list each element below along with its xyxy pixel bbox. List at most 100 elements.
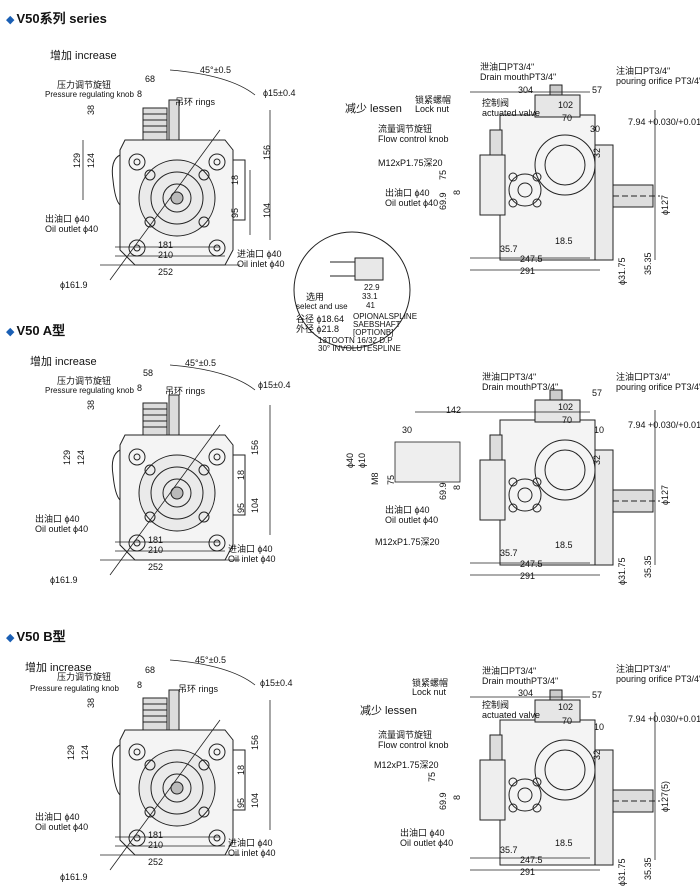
dim-35-35: 35.35 (643, 857, 653, 880)
dim-31-75: ϕ31.75 (617, 858, 627, 886)
dim-291: 291 (520, 571, 536, 581)
dim-127: ϕ127(5) (660, 780, 670, 812)
dim-161-9: ϕ161.9 (60, 280, 88, 290)
ring-label: 吊环 rings (165, 386, 206, 396)
locknut-cn: 锁紧螺帽 (412, 678, 449, 688)
dim-142: 142 (446, 405, 462, 415)
section-2-title: ◆V50 A型 (6, 323, 66, 338)
spline-note5: 30° INVOLUTESPLINE (318, 344, 401, 353)
drain-en: Drain mouthPT3/4" (482, 676, 559, 686)
outlet-cn: 出油口 ϕ40 (35, 812, 80, 822)
dim-38: 38 (86, 399, 96, 410)
dim-35-7: 35.7 (500, 244, 518, 254)
dim-181: 181 (148, 830, 164, 840)
dim-95: 95 (230, 207, 240, 218)
drain-cn: 泄油口PT3/4" (480, 62, 535, 72)
dim-127: ϕ127 (660, 194, 670, 215)
dim-129: 129 (66, 744, 76, 760)
dim-124: 124 (80, 744, 90, 760)
dim-75: 75 (386, 474, 396, 485)
dim-18-5: 18.5 (555, 540, 573, 550)
dim-70: 70 (562, 415, 573, 425)
dim-95: 95 (236, 502, 246, 513)
dim-124: 124 (76, 449, 86, 465)
dim-104: 104 (250, 497, 260, 513)
spline-title-en: select and use (296, 302, 348, 311)
valve-en: actuated valve (482, 108, 541, 118)
pour-cn: 注油口PT3/4" (616, 66, 671, 76)
key-dim: 7.94 +0.030/+0.015 x38 (628, 420, 700, 430)
dim-10b: ϕ10 (357, 452, 367, 468)
dim-102: 102 (558, 100, 574, 110)
outlet-en: Oil outlet ϕ40 (35, 524, 89, 534)
dim-57: 57 (592, 690, 603, 700)
knob-label-en: Pressure regulating knob (30, 684, 119, 693)
inlet-cn: 进油口 ϕ40 (228, 544, 273, 554)
outlet-en-r: Oil outlet ϕ40 (400, 838, 454, 848)
inlet-en: Oil inlet ϕ40 (237, 259, 285, 269)
inlet-en: Oil inlet ϕ40 (228, 554, 276, 564)
dim-31-75: ϕ31.75 (617, 557, 627, 585)
dim-m8: M8 (370, 472, 380, 485)
dim-252: 252 (148, 857, 164, 867)
spline-41: 41 (366, 301, 375, 310)
dim-32: 32 (592, 749, 602, 760)
dim-75: 75 (427, 771, 437, 782)
dim-304: 304 (518, 688, 534, 698)
dim-38: 38 (86, 104, 96, 115)
dim-161-9: ϕ161.9 (50, 575, 78, 585)
locknut-cn: 锁紧螺帽 (415, 95, 452, 105)
knob-label-cn: 压力调节旋钮 (57, 376, 112, 386)
dim-18-5: 18.5 (555, 838, 573, 848)
inlet-cn: 进油口 ϕ40 (237, 249, 282, 259)
pour-en: pouring orifice PT3/4" (616, 382, 700, 392)
locknut-en: Lock nut (415, 104, 450, 114)
knob-label-en: Pressure regulating knob (45, 90, 134, 99)
dim-8r: 8 (452, 189, 462, 195)
diamond-icon: ◆ (6, 632, 15, 644)
outlet-en: Oil outlet ϕ40 (45, 224, 99, 234)
valve-cn: 控制阀 (482, 98, 510, 108)
dim-304: 304 (518, 85, 534, 95)
dim-247-5: 247.5 (520, 855, 543, 865)
spline-33-1: 33.1 (362, 292, 378, 301)
spline-outer: 外径 ϕ21.8 (296, 324, 340, 334)
dim-31-75: ϕ31.75 (617, 257, 627, 285)
reduce-label: 减少 lessen (360, 705, 417, 717)
angle-label: 45°±0.5 (200, 65, 232, 75)
inlet-en: Oil inlet ϕ40 (228, 848, 276, 858)
dim-69-9: 69.9 (438, 192, 448, 210)
spline-root: 谷径 ϕ18.64 (296, 314, 345, 324)
dim-30: 30 (590, 124, 601, 134)
outlet-en-r: Oil outlet ϕ40 (385, 515, 439, 525)
dim-156: 156 (250, 734, 260, 750)
dim-32: 32 (592, 454, 602, 465)
drain-cn: 泄油口PT3/4" (482, 372, 537, 382)
outlet-cn-r: 出油口 ϕ40 (385, 505, 430, 515)
knob-label-en: Pressure regulating knob (45, 386, 134, 395)
dim-18-5: 18.5 (555, 236, 573, 246)
dim-102: 102 (558, 402, 574, 412)
locknut-en: Lock nut (412, 687, 447, 697)
drain-en: Drain mouthPT3/4" (482, 382, 559, 392)
outlet-en-r: Oil outlet ϕ40 (385, 198, 439, 208)
flow-en: Flow control knob (378, 740, 449, 750)
dim-8r: 8 (452, 794, 462, 800)
dim-129: 129 (62, 449, 72, 465)
dim-18: 18 (230, 174, 240, 185)
dim-10: 10 (594, 722, 605, 732)
dim-18: 18 (236, 764, 246, 775)
dim-8r: 8 (452, 484, 462, 490)
spline-note3: [OPTIONB] (353, 328, 394, 337)
dim-95: 95 (236, 797, 246, 808)
dim-70: 70 (562, 113, 573, 123)
outlet-cn-r: 出油口 ϕ40 (385, 188, 430, 198)
dim-68: 68 (145, 665, 156, 675)
valve-cn: 控制阀 (482, 700, 510, 710)
dim-68: 68 (145, 74, 156, 84)
reduce-label: 减少 lessen (345, 103, 402, 115)
outlet-cn-r: 出油口 ϕ40 (400, 828, 445, 838)
flow-cn: 流量调节旋钮 (378, 124, 433, 134)
dim-252: 252 (148, 562, 164, 572)
